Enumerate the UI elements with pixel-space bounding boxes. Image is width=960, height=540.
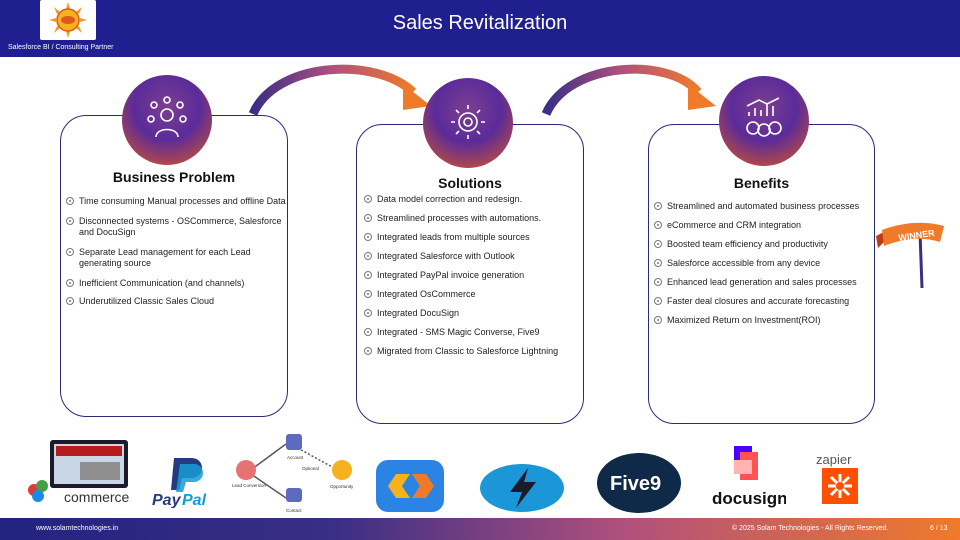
commerce-text: commerce — [64, 489, 130, 505]
list-item: Disconnected systems - OSCommerce, Sales… — [65, 216, 289, 238]
flow-contact-label: Contact — [286, 508, 302, 513]
flow-account-label: Account — [287, 455, 304, 460]
business-problem-badge — [122, 75, 212, 165]
list-item: Inefficient Communication (and channels) — [65, 278, 289, 289]
solutions-badge — [423, 78, 513, 168]
docusign-text: docusign — [712, 489, 786, 508]
footer-copyright: © 2025 Solam Technologies - All Rights R… — [732, 525, 889, 532]
sun-logo-icon — [49, 2, 87, 38]
list-item: Streamlined processes with automations. — [363, 213, 585, 224]
sms-magic-logo — [376, 460, 444, 512]
list-item: Data model correction and redesign. — [363, 194, 585, 205]
benefits-title: Benefits — [733, 175, 790, 191]
business-problem-card: Business Problem Time consuming Manual p… — [60, 115, 288, 417]
list-item: Boosted team efficiency and productivity — [653, 239, 875, 250]
page-number: 6 / 13 — [930, 525, 948, 532]
list-item: Streamlined and automated business proce… — [653, 201, 875, 212]
solutions-title: Solutions — [438, 175, 502, 191]
list-item: Maximized Return on Investment(ROI) — [653, 315, 875, 326]
business-problem-list: Time consuming Manual processes and offl… — [65, 196, 289, 307]
benefits-badge — [719, 76, 809, 166]
zapier-text: zapier — [816, 452, 852, 467]
list-item: eCommerce and CRM integration — [653, 220, 875, 231]
flow-opportunity-label: Opportunity — [330, 484, 354, 489]
list-item: Underutilized Classic Sales Cloud — [65, 296, 289, 307]
footer-bar: www.solamtechnologies.in © 2025 Solam Te… — [0, 518, 960, 540]
docusign-logo: docusign — [712, 446, 786, 508]
list-item: Integrated DocuSign — [363, 308, 585, 319]
benefits-list: Streamlined and automated business proce… — [653, 201, 875, 326]
arrow-problem-to-solutions-icon — [248, 64, 431, 117]
list-item: Integrated Salesforce with Outlook — [363, 251, 585, 262]
five9-logo: Five9 — [597, 453, 681, 513]
list-item: Enhanced lead generation and sales proce… — [653, 277, 875, 288]
zapier-logo: zapier — [816, 452, 858, 504]
benefits-card: Benefits Streamlined and automated busin… — [648, 124, 875, 424]
paypal-pal-text: Pal — [182, 492, 207, 508]
list-item: Integrated OsCommerce — [363, 289, 585, 300]
oscommerce-logo: commerce — [28, 440, 130, 505]
list-item: Salesforce accessible from any device — [653, 258, 875, 269]
thinking-person-icon — [147, 96, 187, 138]
list-item: Integrated - SMS Magic Converse, Five9 — [363, 327, 585, 338]
company-logo — [40, 0, 96, 40]
five9-text: Five9 — [610, 473, 661, 495]
list-item: Integrated PayPal invoice generation — [363, 270, 585, 281]
flow-lead-label: Lead Conversion — [232, 483, 267, 488]
list-item: Integrated leads from multiple sources — [363, 232, 585, 243]
business-problem-title: Business Problem — [112, 169, 236, 185]
solutions-list: Data model correction and redesign. Stre… — [363, 194, 585, 357]
solutions-card: Solutions Data model correction and rede… — [356, 124, 584, 424]
list-item: Faster deal closures and accurate foreca… — [653, 296, 875, 307]
paypal-pay-text: Pay — [152, 492, 182, 508]
lead-conversion-diagram: Account Lead Conversion Optional Opportu… — [232, 434, 354, 513]
list-item: Time consuming Manual processes and offl… — [65, 196, 289, 207]
header-bar: Sales Revitalization Salesforce BI / Con… — [0, 0, 960, 57]
arrow-solutions-to-benefits-icon — [541, 64, 716, 117]
winner-flag-icon: WINNER — [876, 222, 944, 289]
list-item: Separate Lead management for each Lead g… — [65, 247, 289, 269]
salesforce-lightning-logo — [480, 464, 564, 512]
paypal-logo: Pay Pal — [152, 458, 207, 508]
footer-url: www.solamtechnologies.in — [36, 525, 119, 532]
list-item: Migrated from Classic to Salesforce Ligh… — [363, 346, 585, 357]
page-title: Sales Revitalization — [392, 12, 568, 34]
growth-chart-icon — [746, 97, 782, 137]
flow-optional-label: Optional — [302, 466, 319, 471]
gear-bulb-icon — [451, 105, 485, 139]
page-subtitle: Salesforce BI / Consulting Partner — [8, 44, 114, 51]
